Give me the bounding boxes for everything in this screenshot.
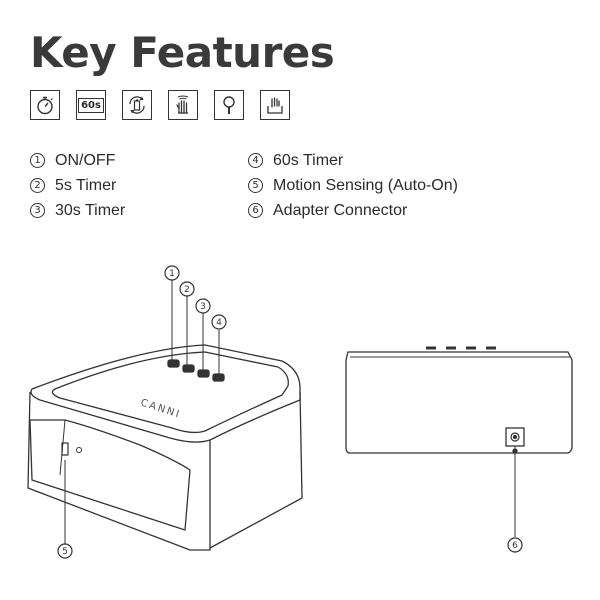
- callout-label: 3: [200, 302, 206, 312]
- callout-5: [57, 543, 73, 559]
- callout-6: [507, 537, 523, 553]
- stopwatch-icon: [30, 90, 60, 120]
- feature-icon-row: 60s: [30, 90, 290, 120]
- device-front-side: [27, 391, 211, 551]
- feature-label: 30s Timer: [55, 201, 126, 219]
- feature-item: 1 ON/OFF: [30, 148, 125, 173]
- feature-item: 3 30s Timer: [30, 198, 125, 223]
- callout-label: 6: [512, 541, 518, 551]
- feature-item: 5 Motion Sensing (Auto-On): [248, 173, 458, 198]
- hand-box-icon: [260, 90, 290, 120]
- callout-label: 1: [169, 269, 175, 279]
- feature-number: 3: [30, 203, 45, 218]
- feature-label: ON/OFF: [55, 151, 116, 169]
- feature-number: 1: [30, 153, 45, 168]
- feature-number: 2: [30, 178, 45, 193]
- callout-label: 4: [216, 318, 222, 328]
- feature-list-right: 4 60s Timer 5 Motion Sensing (Auto-On) 6 Ad…: [248, 148, 458, 223]
- device-top-lid: [30, 344, 301, 443]
- feature-list-left: 1 ON/OFF 2 5s Timer 3 30s Timer: [30, 148, 125, 223]
- battery-cycle-icon: [122, 90, 152, 120]
- callout-4: [211, 314, 227, 330]
- feature-label: Adapter Connector: [273, 201, 408, 219]
- feature-item: 6 Adapter Connector: [248, 198, 458, 223]
- callout-2: [179, 281, 195, 297]
- device-rear-view: [345, 346, 573, 537]
- feature-label: 5s Timer: [55, 176, 117, 194]
- feature-label: 60s Timer: [273, 151, 344, 169]
- device-right-side: [209, 391, 303, 549]
- device-opening: [29, 419, 191, 531]
- callout-label: 5: [62, 547, 68, 557]
- page-title: Key Features: [30, 28, 335, 77]
- feature-number: 4: [248, 153, 263, 168]
- feature-item: 2 5s Timer: [30, 173, 125, 198]
- feature-number: 6: [248, 203, 263, 218]
- 60s-badge-icon: 60s: [76, 90, 106, 120]
- motion-sensor: [61, 442, 69, 456]
- device-top-inner: [51, 351, 289, 434]
- 60s-badge-text: 60s: [78, 97, 104, 113]
- magnifier-icon: [214, 90, 244, 120]
- callout-label: 2: [184, 285, 190, 295]
- feature-number: 5: [248, 178, 263, 193]
- callout-1: [164, 265, 180, 281]
- control-buttons: [167, 359, 225, 382]
- feature-item: 4 60s Timer: [248, 148, 458, 173]
- device-brand: CANNI: [139, 397, 182, 420]
- feature-label: Motion Sensing (Auto-On): [273, 176, 458, 194]
- hand-motion-icon: [168, 90, 198, 120]
- callout-3: [195, 298, 211, 314]
